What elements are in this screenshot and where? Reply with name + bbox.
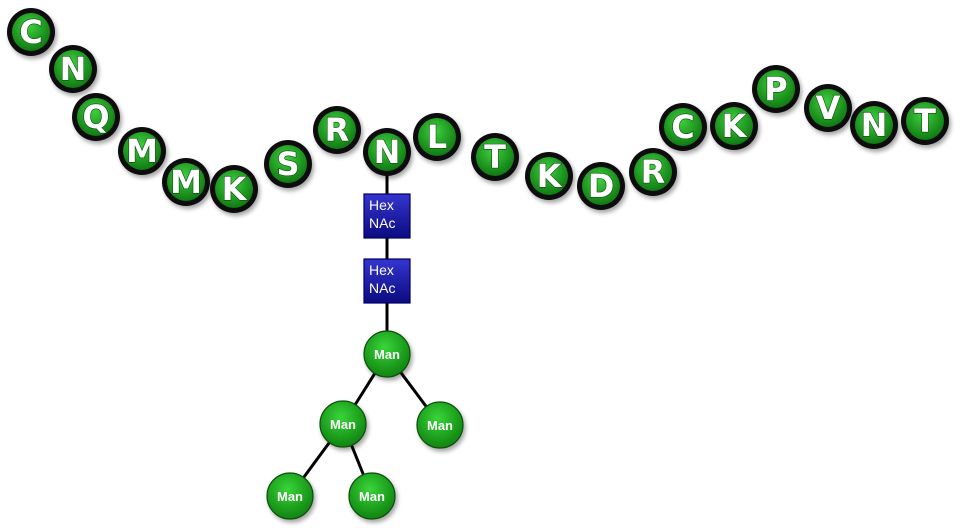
man1-circle: Man: [363, 330, 411, 378]
mannose-label: Man: [277, 489, 303, 504]
residue-t-11: T: [471, 133, 519, 181]
residue-v-18: V: [804, 84, 852, 132]
residue-disc: [664, 108, 702, 146]
residue-letter: K: [722, 107, 748, 145]
residue-disc: [167, 163, 205, 201]
residue-letter: T: [914, 102, 936, 140]
mannose-label: Man: [359, 489, 385, 504]
residue-letter: D: [588, 167, 615, 205]
mannose-disc: [348, 472, 396, 520]
man5-circle: Man: [348, 472, 396, 520]
residue-disc: [269, 145, 307, 183]
man2-circle: Man: [319, 400, 367, 448]
hexnac-square: [363, 258, 411, 304]
residue-disc: [476, 138, 514, 176]
mannose-label: Man: [427, 418, 453, 433]
residue-disc: [318, 111, 356, 149]
residue-letter: K: [537, 157, 563, 195]
hexnac-label-line: Hex: [369, 262, 394, 278]
residue-disc: [54, 50, 92, 88]
mannose-label: Man: [374, 347, 400, 362]
residue-disc: [368, 133, 406, 171]
residue-disc: [418, 118, 456, 156]
residue-m-5: M: [162, 158, 210, 206]
residue-s-7: S: [264, 140, 312, 188]
residue-disc: [77, 98, 115, 136]
residue-p-17: P: [752, 65, 800, 113]
residue-c-15: C: [659, 103, 707, 151]
residue-disc: [906, 102, 944, 140]
residue-letter: C: [671, 108, 694, 146]
residue-t-20: T: [901, 97, 949, 145]
residue-m-4: M: [118, 127, 166, 175]
residue-d-13: D: [577, 162, 625, 210]
residue-letter: N: [374, 133, 401, 171]
residue-disc: [12, 13, 50, 51]
residue-letter: N: [861, 106, 888, 144]
residue-disc: [634, 153, 672, 191]
residue-c-1: C: [7, 8, 55, 56]
residue-k-16: K: [710, 102, 758, 150]
residue-disc: [215, 170, 253, 208]
residue-n-19: N: [850, 101, 898, 149]
residue-letter: C: [19, 13, 42, 51]
residue-k-12: K: [525, 152, 573, 200]
residue-disc: [582, 167, 620, 205]
residue-r-14: R: [629, 148, 677, 196]
hexnac-square: [363, 193, 411, 239]
mannose-disc: [266, 472, 314, 520]
residue-letter: V: [816, 89, 841, 127]
residue-letter: T: [484, 138, 506, 176]
residue-l-10: L: [413, 113, 461, 161]
residue-n-2: N: [49, 45, 97, 93]
residue-n-9: N: [363, 128, 411, 176]
residue-disc: [855, 106, 893, 144]
residue-letter: N: [60, 50, 87, 88]
residue-letter: K: [222, 170, 248, 208]
residue-r-8: R: [313, 106, 361, 154]
hexnac-label-line: NAc: [369, 215, 395, 231]
residue-disc: [757, 70, 795, 108]
man4-circle: Man: [266, 472, 314, 520]
residue-disc: [530, 157, 568, 195]
residue-letter: R: [641, 153, 666, 191]
mannose-disc: [363, 330, 411, 378]
mannose-disc: [416, 401, 464, 449]
residue-letter: S: [276, 145, 299, 183]
residue-letter: Q: [82, 98, 109, 136]
residue-letter: R: [325, 111, 350, 149]
residue-letter: M: [126, 132, 158, 170]
hexnac-label-line: Hex: [369, 197, 394, 213]
mannose-disc: [319, 400, 367, 448]
residue-letter: P: [764, 70, 787, 108]
residue-letter: M: [170, 163, 202, 201]
man3-circle: Man: [416, 401, 464, 449]
residue-letter: L: [427, 118, 447, 156]
mannose-label: Man: [330, 417, 356, 432]
residue-q-3: Q: [72, 93, 120, 141]
residue-disc: [123, 132, 161, 170]
residue-k-6: K: [210, 165, 258, 213]
residue-disc: [809, 89, 847, 127]
hexnac-label-line: NAc: [369, 280, 395, 296]
residue-disc: [715, 107, 753, 145]
